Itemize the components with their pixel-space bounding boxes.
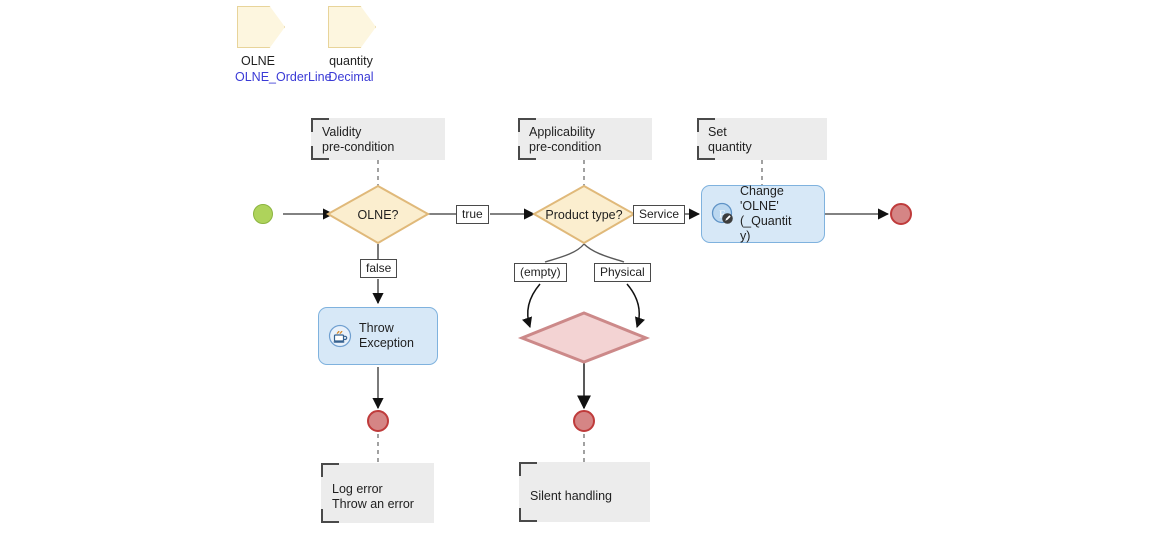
edge-label-true[interactable]: true [456,205,489,224]
edge-label-false[interactable]: false [360,259,398,278]
parameter-pentagon-icon [237,6,285,48]
decision-olne[interactable]: OLNE? [328,206,428,224]
activity-change-olne-line: y) [740,229,751,243]
parameter-olne-name: OLNE [240,54,276,68]
note-bracket-top-left [519,462,537,476]
note-line: Applicability [529,125,596,139]
activity-change-olne-line: 'OLNE' (_Quantit [740,199,792,228]
note-line: pre-condition [322,140,395,154]
svg-text:F: F [719,209,725,221]
note-bracket-top-left [321,463,339,477]
note-line: quantity [708,140,752,154]
end-node-exception[interactable] [367,410,389,432]
note-line: pre-condition [529,140,602,154]
end-node-silent[interactable] [573,410,595,432]
decision-product-type-shape [531,184,637,245]
parameter-pentagon-icon [328,6,376,48]
activity-change-olne-label: Change 'OLNE' (_Quantit y) [740,184,824,244]
note-line: Throw an error [332,497,414,511]
activity-throw-exception-label: Throw Exception [359,321,414,350]
start-node[interactable] [253,204,273,224]
decision-olne-label: OLNE? [357,208,399,222]
parameter-olne[interactable]: OLNE OLNE_OrderLine [235,6,332,84]
note-bracket-bottom-left [519,508,537,522]
note-validity[interactable]: Validity pre-condition [311,118,445,160]
parameter-quantity-type: Decimal [328,70,374,84]
decision-product-type[interactable]: Product type? [534,206,634,224]
edge-label-service[interactable]: Service [633,205,686,224]
parameter-quantity-name: quantity [329,54,373,68]
end-node-main[interactable] [890,203,912,225]
activity-throw-exception[interactable]: Throw Exception [318,307,438,365]
merge-node-shape [517,311,651,364]
throw-exception-icon [328,324,352,348]
note-line: Set [708,125,727,139]
note-log-error[interactable]: Log error Throw an error [321,463,434,523]
note-line: Validity [322,125,362,139]
edge-label-empty[interactable]: (empty) [514,263,567,282]
note-line: Log error [332,482,383,496]
parameter-quantity[interactable]: quantity Decimal [328,6,376,84]
decision-product-type-label: Product type? [545,208,623,222]
edge-label-physical[interactable]: Physical [594,263,651,282]
note-set-quantity[interactable]: Set quantity [697,118,827,160]
note-applicability[interactable]: Applicability pre-condition [518,118,652,160]
parameter-olne-type: OLNE_OrderLine [235,70,332,84]
activity-change-olne[interactable]: F Change 'OLNE' (_Quantit y) [701,184,825,244]
note-silent-handling[interactable]: Silent handling [519,462,650,522]
decision-olne-shape [325,184,431,245]
activity-change-olne-line: Change [740,184,784,198]
change-edit-icon: F [711,202,735,226]
note-line: Silent handling [530,489,613,503]
